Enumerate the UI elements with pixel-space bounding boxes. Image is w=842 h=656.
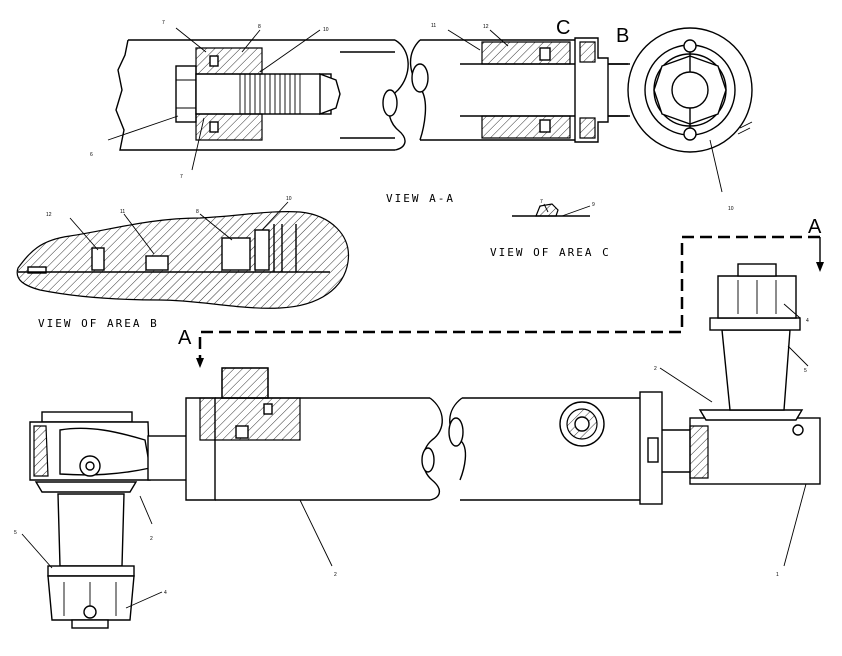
- callout-aa-7-bottom: 7: [180, 174, 183, 180]
- view-aa-section: [107, 27, 753, 193]
- marker-c: C: [556, 17, 570, 39]
- bolt-threads: [239, 72, 341, 116]
- callout-m-4-right: 4: [806, 318, 809, 324]
- callout-m-2-right: 2: [654, 366, 657, 372]
- section-line-a-a: [196, 235, 824, 368]
- view-aa-title: VIEW A-A: [386, 192, 455, 205]
- main-cylinder-right: [448, 263, 821, 505]
- marker-a-top: A: [808, 216, 822, 238]
- view-area-b: [16, 201, 350, 309]
- callout-aa-10-right: 10: [728, 206, 734, 212]
- callout-b-11: 11: [120, 209, 125, 215]
- marker-b: B: [616, 25, 629, 47]
- callout-m-5-left: 5: [14, 530, 17, 536]
- callout-b-12: 12: [46, 212, 52, 218]
- main-cylinder-left: [29, 367, 443, 629]
- callout-m-4-left: 4: [164, 590, 167, 596]
- view-area-b-title: VIEW OF AREA B: [38, 317, 159, 330]
- view-area-c: [512, 203, 591, 217]
- callout-m-2-body: 2: [334, 572, 337, 578]
- callout-b-8: 8: [196, 209, 199, 215]
- rod-end-circle: [627, 27, 753, 153]
- callout-c-9: 9: [592, 202, 595, 208]
- callout-m-5-right: 5: [804, 368, 807, 374]
- callout-aa-10-top: 10: [323, 27, 329, 33]
- callout-aa-7-top: 7: [162, 20, 165, 26]
- callout-aa-11: 11: [431, 23, 436, 29]
- callout-aa-8: 8: [258, 24, 261, 30]
- callout-m-2-left: 2: [150, 536, 153, 542]
- view-area-c-title: VIEW OF AREA C: [490, 246, 611, 259]
- callout-b-10: 10: [286, 196, 292, 202]
- callout-c-7: 7: [540, 199, 543, 205]
- marker-a-left: A: [178, 327, 192, 349]
- callout-aa-12: 12: [483, 24, 489, 30]
- callout-aa-6: 6: [90, 152, 93, 158]
- callout-m-1: 1: [776, 572, 779, 578]
